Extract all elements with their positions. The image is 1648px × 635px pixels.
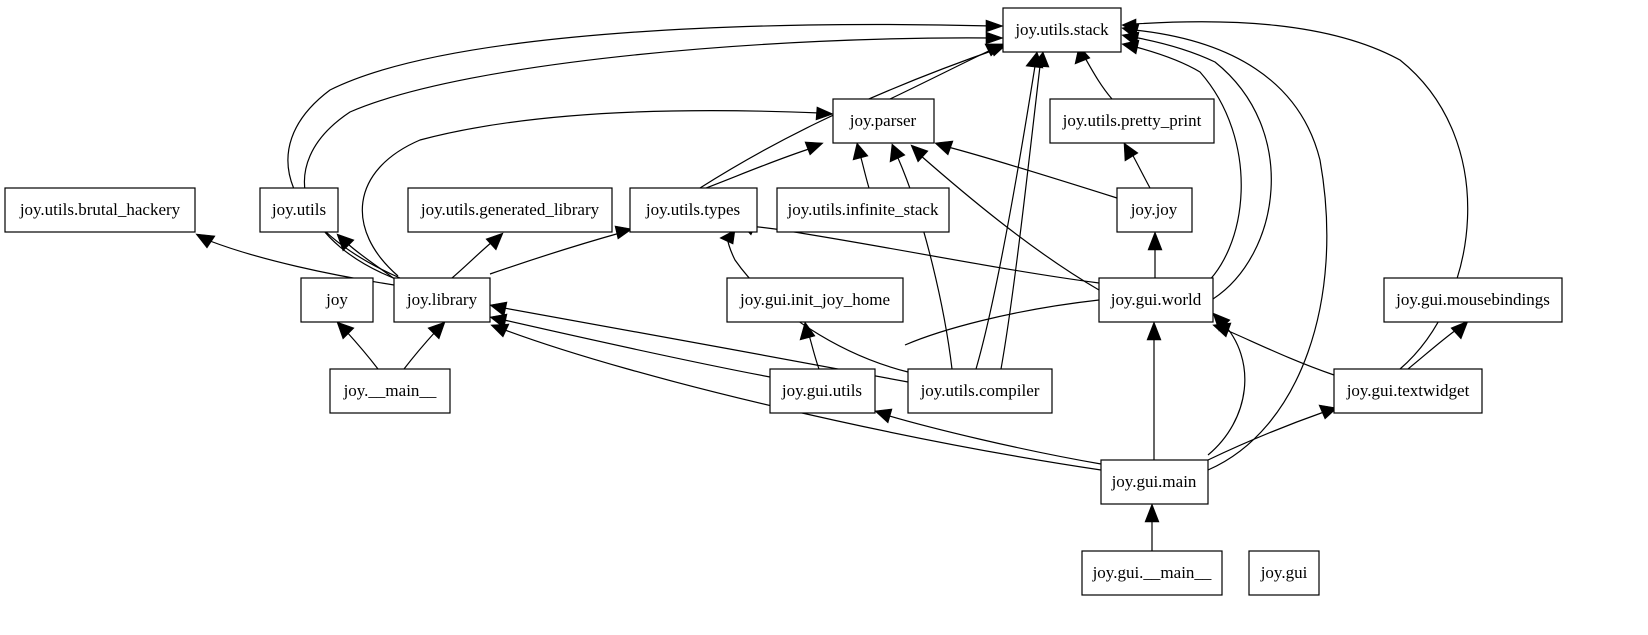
edge-joy-gui-utils-to-joy-gui-init-joy-home [799,321,820,370]
node-joy-utils-compiler[interactable]: joy.utils.compiler [907,368,1053,414]
node-joy-utils-infinite-stack[interactable]: joy.utils.infinite_stack [776,187,950,233]
node-joy-joy[interactable]: joy.joy [1116,187,1193,233]
edge-joy-main-to-joy [336,321,379,370]
edge-joy-utils-infinite-stack-to-joy-parser [852,142,870,189]
node-joy[interactable]: joy [300,277,374,323]
edge-joy-library-to-joy-utils [336,233,397,281]
edge-joy-gui-world-to-joy-utils-stack-b [1121,31,1272,300]
edge-layer [195,18,1469,551]
edge-joy-gui-main-to-joy-gui-utils [874,408,1102,465]
node-joy-utils-brutal-hackery[interactable]: joy.utils.brutal_hackery [4,187,196,233]
edge-joy-gui-world-left-sweep [904,299,1100,346]
edge-joy-library-to-joy-utils-types [489,225,633,275]
node-joy-utils[interactable]: joy.utils [259,187,339,233]
edge-joy-library-to-joy-parser [361,106,834,277]
edge-joy-parser-to-joy-utils-stack [889,43,1004,100]
node-joy-utils-pretty-print[interactable]: joy.utils.pretty_print [1049,98,1215,144]
edge-joy-utils-types-to-joy-parser [705,141,824,189]
node-joy-utils-stack[interactable]: joy.utils.stack [1002,7,1122,53]
edge-joy-gui-main-module-to-joy-gui-main [1144,503,1160,551]
edge-joy-gui-main-to-joy-gui-world [1146,321,1162,460]
edge-joy-gui-main-to-joy-gui-textwidget [1207,404,1338,461]
node-joy-parser[interactable]: joy.parser [832,98,935,144]
node-joy-gui-textwidget[interactable]: joy.gui.textwidget [1333,368,1483,414]
node-joy-dunder-main[interactable]: joy.__main__ [329,368,451,414]
edge-joy-joy-to-joy-utils-pretty-print [1123,142,1151,189]
node-layer: joy.utils.stack joy.parser joy.utils.pre… [4,7,1563,596]
edge-joy-utils-pretty-print-to-joy-utils-stack [1074,45,1113,100]
edge-joy-utils-compiler-to-joy-utils-stack-b [1000,51,1050,370]
edge-joy-gui-world-to-joy-utils-stack-a [1121,39,1242,291]
node-joy-gui-world[interactable]: joy.gui.world [1098,277,1214,323]
node-joy-library[interactable]: joy.library [393,277,491,323]
edge-joy-main-to-joy-library [403,321,446,370]
edge-joy-gui-world-to-joy-joy [1147,231,1163,278]
edge-joy-utils-compiler-to-joy-parser [889,143,953,370]
edge-joy-gui-main-to-joy-gui-world-curve [1207,312,1246,456]
edge-joy-gui-world-to-joy-parser [910,144,1100,291]
node-joy-gui-mousebindings[interactable]: joy.gui.mousebindings [1383,277,1563,323]
edge-joy-joy-to-joy-parser [934,140,1118,199]
edge-joy-library-to-joy-utils-generated-library [451,232,504,279]
node-joy-gui-utils[interactable]: joy.gui.utils [769,368,876,414]
edge-joy-gui-textwidget-to-joy-gui-world [1212,322,1335,376]
node-joy-gui-main[interactable]: joy.gui.main [1100,459,1209,505]
node-joy-utils-generated-library[interactable]: joy.utils.generated_library [407,187,613,233]
node-joy-gui-dunder-main[interactable]: joy.gui.__main__ [1081,550,1223,596]
node-joy-gui-init-joy-home[interactable]: joy.gui.init_joy_home [726,277,904,323]
edge-joy-gui-textwidget-to-joy-gui-mousebindings [1407,320,1469,370]
node-joy-utils-types[interactable]: joy.utils.types [629,187,758,233]
edge-joy-gui-utils-to-joy-library [489,313,771,378]
node-joy-gui[interactable]: joy.gui [1248,550,1320,596]
